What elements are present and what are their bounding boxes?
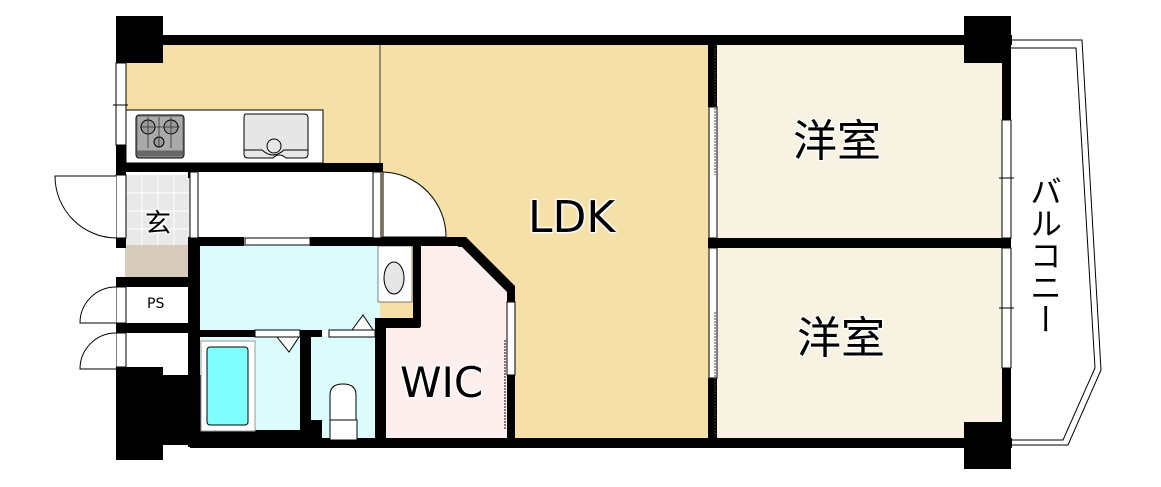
washbasin-icon — [383, 261, 405, 295]
bathtub-icon — [200, 340, 256, 432]
ldk-door — [382, 171, 447, 238]
wic-floor — [385, 245, 512, 442]
genkan-tiles — [125, 175, 190, 277]
storage-closet — [126, 333, 188, 367]
western-room-2-floor — [716, 246, 1004, 442]
entrance-door — [54, 174, 127, 239]
balcony-windows — [999, 119, 1014, 369]
room-label-balcony: バルコニー — [1025, 175, 1063, 335]
bath-door-arrow — [275, 336, 300, 353]
toilet-icon — [329, 383, 358, 441]
washroom-floor — [200, 245, 380, 330]
walls — [116, 16, 1012, 469]
room-label-wic: WIC — [400, 358, 484, 407]
toilet-door-arrow — [351, 314, 374, 331]
room-label-western-room-2: 洋室 — [797, 313, 885, 364]
balcony-outline — [1011, 39, 1102, 446]
room-label-entrance: 玄 — [145, 209, 172, 239]
room-sliding-doors — [708, 45, 718, 438]
ps-door — [79, 286, 127, 324]
kitchen-window — [115, 62, 127, 146]
sink-icon — [243, 113, 309, 159]
room-label-ps: PS — [147, 296, 165, 312]
ps-closet — [126, 287, 188, 323]
storage-door — [79, 332, 127, 370]
wic-door — [506, 301, 516, 376]
washroom-door — [244, 237, 311, 246]
stove-icon — [135, 114, 185, 159]
room-label-western-room-1: 洋室 — [793, 116, 881, 167]
room-label-ldk: LDK — [528, 192, 616, 243]
western-room-1-floor — [716, 42, 1004, 240]
